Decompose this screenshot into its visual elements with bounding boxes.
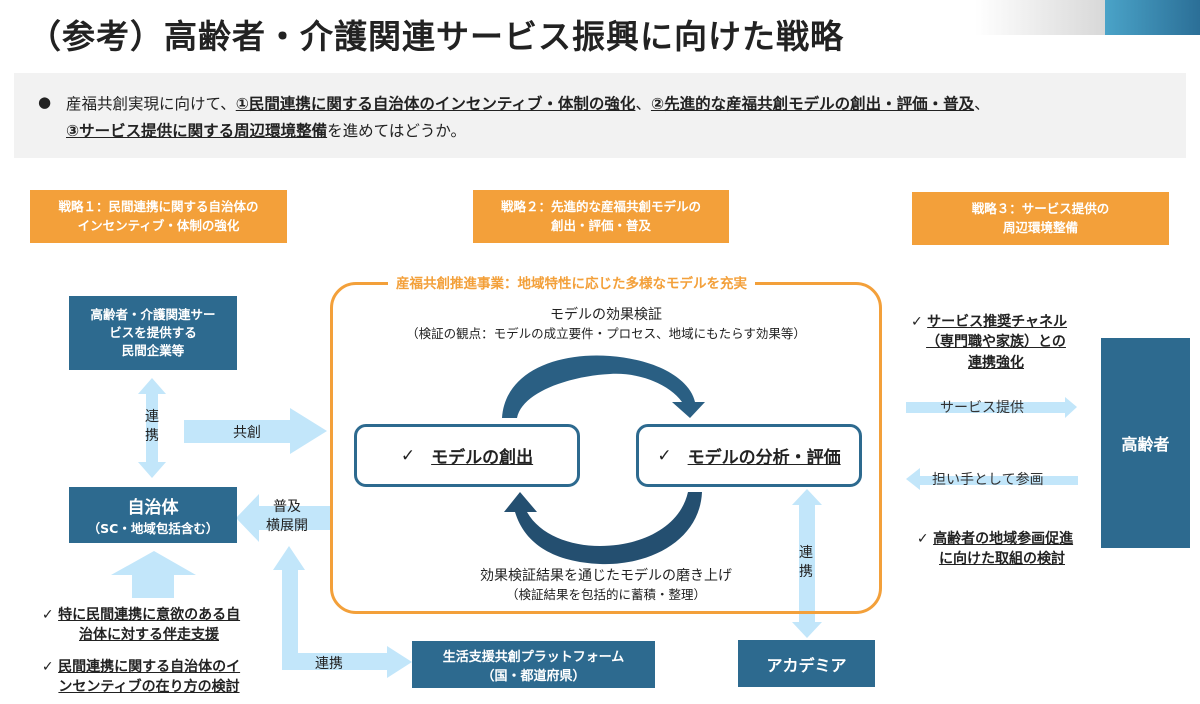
cocreate-label: 共創 — [233, 425, 261, 441]
municipality-label: 自治体 — [127, 498, 179, 518]
check-icon: ✓ — [41, 659, 54, 675]
companies-text: ビスを提供する — [109, 324, 197, 340]
label-line: 普及 — [273, 499, 301, 515]
strategy-text: 周辺環境整備 — [1002, 219, 1078, 235]
check-text: ンセンティブの在り方の検討 — [58, 679, 240, 696]
summary-item-2: ②先進的な産福共創モデルの創出・評価・普及 — [650, 95, 975, 113]
right-check-1: ✓ サービス推奨チャネル （専門職や家族）との 連携強化 — [894, 312, 1084, 373]
academia-link-arrow — [792, 489, 822, 638]
header-decoration — [975, 0, 1105, 35]
strategy-text: 創出・評価・普及 — [550, 217, 651, 233]
check-text: 民間連携に関する自治体のイ — [58, 659, 241, 675]
cycle-top-title: モデルの効果検証 — [550, 307, 662, 323]
elderly-label: 高齢者 — [1121, 435, 1170, 454]
companies-text: 民間企業等 — [121, 343, 185, 359]
strategy-1: 戦略１：民間連携に関する自治体のインセンティブ・体制の強化 — [30, 190, 287, 243]
check-icon: ✓ — [916, 531, 929, 547]
frame-label: 産福共創推進事業：地域特性に応じた多様なモデルを充実 — [388, 272, 755, 292]
label-char: 携 — [799, 563, 813, 580]
check-text: 特に民間連携に意欲のある自 — [58, 607, 241, 623]
spread-label: 普及横展開 — [266, 498, 308, 536]
left-check-2: ✓ 民間連携に関する自治体のイ ンセンティブの在り方の検討 — [36, 657, 246, 698]
summary-item-3: ③サービス提供に関する周辺環境整備 — [66, 122, 328, 140]
municipality-box: 自治体 （SC・地域包括含む） — [69, 487, 237, 543]
summary-prefix: 産福共創実現に向けて、 — [66, 95, 236, 113]
companies-text: 高齢者・介護関連サー — [90, 306, 216, 322]
model-analysis-box: ✓ モデルの分析・評価 — [636, 424, 862, 487]
link-vertical-label: 連携 — [144, 408, 160, 446]
summary-sep: 、 — [635, 95, 651, 113]
check-text: 治体に対する伴走支援 — [79, 627, 219, 644]
cycle-top-arrow — [502, 355, 705, 418]
right-check-2: ✓ 高齢者の地域参画促進 に向けた取組の検討 — [900, 529, 1090, 570]
platform-box: 生活支援共創プラットフォーム （国・都道府県） — [412, 641, 655, 688]
academia-link-label: 連携 — [798, 544, 814, 582]
participate-label: 担い手として参画 — [932, 472, 1044, 488]
header-decoration-accent — [1105, 0, 1200, 35]
link-vertical-arrow — [138, 378, 166, 478]
service-label: サービス提供 — [940, 400, 1024, 416]
strategy-text: 戦略１：民間連携に関する自治体の — [58, 198, 259, 214]
support-up-arrow — [111, 551, 196, 598]
summary-item-1: ①民間連携に関する自治体のインセンティブ・体制の強化 — [235, 95, 636, 113]
service-arrow — [906, 397, 1077, 418]
model-analysis-label: モデルの分析・評価 — [687, 448, 841, 468]
cycle-bottom-title: 効果検証結果を通じたモデルの磨き上げ — [480, 568, 732, 584]
elderly-box: 高齢者 — [1101, 338, 1190, 548]
companies-box: 高齢者・介護関連サー ビスを提供する 民間企業等 — [69, 296, 237, 370]
check-icon: ✓ — [657, 445, 672, 466]
platform-link-label: 連携 — [315, 656, 343, 672]
check-icon: ✓ — [400, 445, 416, 466]
label-char: 連 — [799, 545, 813, 561]
participate-arrow — [906, 468, 1078, 490]
municipality-sub: （SC・地域包括含む） — [87, 521, 219, 536]
summary-line-2: ③サービス提供に関する周辺環境整備を進めてはどうか。 — [66, 119, 466, 141]
check-text: （専門職や家族）との — [926, 334, 1066, 351]
model-creation-box: ✓ モデルの創出 — [354, 424, 580, 487]
bullet-icon: ● — [38, 93, 52, 111]
cycle-bottom-arrow — [504, 492, 702, 565]
summary-suffix: を進めてはどうか。 — [327, 122, 467, 140]
platform-sub: （国・都道府県） — [481, 668, 586, 684]
label-char: 携 — [145, 427, 159, 444]
strategy-text: 戦略３：サービス提供の — [971, 200, 1110, 216]
spread-arrow — [236, 494, 330, 542]
check-icon: ✓ — [41, 607, 54, 623]
cycle-bottom-sub: （検証結果を包括的に蓄積・整理） — [505, 587, 706, 602]
summary-line-1: 産福共創実現に向けて、①民間連携に関する自治体のインセンティブ・体制の強化、②先… — [66, 92, 990, 114]
summary-sep: 、 — [974, 95, 990, 113]
strategy-3: 戦略３：サービス提供の周辺環境整備 — [912, 192, 1169, 245]
academia-label: アカデミア — [766, 655, 847, 675]
check-text: 連携強化 — [968, 354, 1024, 371]
label-char: 連 — [145, 409, 159, 425]
strategy-2: 戦略２：先進的な産福共創モデルの創出・評価・普及 — [473, 190, 729, 243]
cycle-top-sub: （検証の観点：モデルの成立要件・プロセス、地域にもたらす効果等） — [406, 326, 806, 341]
check-text: サービス推奨チャネル — [927, 314, 1068, 330]
strategy-text: インセンティブ・体制の強化 — [77, 217, 240, 233]
check-icon: ✓ — [910, 314, 923, 330]
summary-box: ● 産福共創実現に向けて、①民間連携に関する自治体のインセンティブ・体制の強化、… — [14, 73, 1186, 158]
platform-link-arrow — [273, 546, 412, 678]
cocreate-arrow — [184, 408, 327, 454]
platform-label: 生活支援共創プラットフォーム — [442, 649, 625, 665]
page-title: （参考）高齢者・介護関連サービス振興に向けた戦略 — [28, 17, 844, 56]
strategy-text: 戦略２：先進的な産福共創モデルの — [500, 198, 701, 214]
academia-box: アカデミア — [738, 640, 875, 687]
left-check-1: ✓ 特に民間連携に意欲のある自 治体に対する伴走支援 — [36, 605, 246, 646]
model-creation-label: モデルの創出 — [431, 448, 534, 468]
check-text: に向けた取組の検討 — [939, 551, 1065, 568]
label-line: 横展開 — [266, 517, 308, 534]
check-text: 高齢者の地域参画促進 — [933, 531, 1074, 547]
